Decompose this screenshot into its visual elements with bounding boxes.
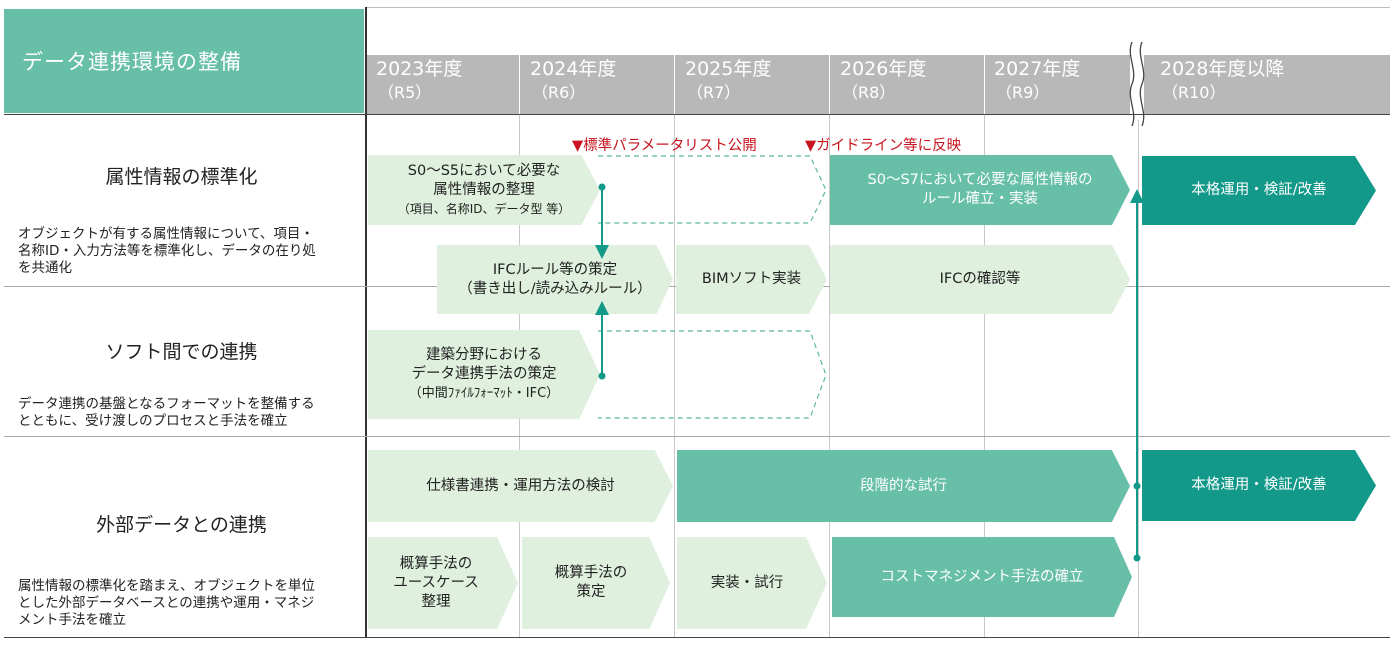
year-header-bar bbox=[366, 55, 1390, 114]
grid-line bbox=[674, 114, 675, 637]
header-separator bbox=[674, 55, 675, 114]
task-phased-trial: 段階的な試行 bbox=[677, 450, 1130, 522]
grid-line bbox=[1138, 120, 1139, 637]
task-estimate-usecase: 概算手法のユースケース整理 bbox=[368, 537, 518, 629]
row-line-top bbox=[4, 114, 1390, 115]
header-separator bbox=[829, 55, 830, 114]
grid-line bbox=[829, 114, 830, 637]
year-2027: 2027年度（R9） bbox=[994, 58, 1081, 102]
task-implement-trial: 実装・試行 bbox=[677, 537, 827, 629]
year-2026: 2026年度（R8） bbox=[840, 58, 927, 102]
section-title: データ連携環境の整備 bbox=[4, 9, 364, 113]
category-desc-software: データ連携の基盤となるフォーマットを整備するとともに、受け渡しのプロセスと手法を… bbox=[18, 396, 315, 429]
milestone-guideline: ▼ガイドライン等に反映 bbox=[805, 138, 962, 154]
timeline-break-icon bbox=[1129, 42, 1145, 126]
year-2024: 2024年度（R6） bbox=[530, 58, 617, 102]
year-2023: 2023年度（R5） bbox=[376, 58, 463, 102]
task-full-operation-2: 本格運用・検証/改善 bbox=[1142, 450, 1376, 521]
milestone-parameter-list: ▼標準パラメータリスト公開 bbox=[572, 138, 757, 154]
task-attribute-organize: S0～S5において必要な属性情報の整理（項目、名称ID、データ型 等） bbox=[368, 155, 600, 225]
header-separator bbox=[519, 55, 520, 114]
task-full-operation-1: 本格運用・検証/改善 bbox=[1142, 156, 1376, 225]
category-desc-attributes: オブジェクトが有する属性情報について、項目・名称ID・入力方法等を標準化し、デー… bbox=[18, 226, 316, 276]
category-title-external: 外部データとの連携 bbox=[96, 514, 267, 536]
category-title-attributes: 属性情報の標準化 bbox=[105, 166, 258, 188]
task-ifc-rules: IFCルール等の策定（書き出し/読み込みルール） bbox=[437, 245, 673, 314]
task-cost-management: コストマネジメント手法の確立 bbox=[832, 537, 1132, 617]
category-desc-external: 属性情報の標準化を踏まえ、オブジェクトを単位とした外部データベースとの連携や運用… bbox=[18, 578, 315, 628]
year-2028: 2028年度以降（R10） bbox=[1160, 58, 1285, 102]
grid-line bbox=[984, 114, 985, 637]
task-ifc-check: IFCの確認等 bbox=[830, 245, 1130, 314]
task-data-linkage-method: 建築分野におけるデータ連携手法の策定（中間ﾌｧｲﾙﾌｫｰﾏｯﾄ・IFC） bbox=[368, 330, 600, 419]
task-bim-software: BIMソフト実装 bbox=[676, 245, 827, 314]
category-title-software: ソフト間での連携 bbox=[105, 341, 258, 363]
left-column-divider bbox=[365, 7, 367, 638]
year-2025: 2025年度（R7） bbox=[685, 58, 772, 102]
header-separator bbox=[984, 55, 985, 114]
task-spec-linkage: 仕様書連携・運用方法の検討 bbox=[368, 450, 673, 522]
task-estimate-define: 概算手法の策定 bbox=[522, 537, 670, 629]
header-top-line bbox=[366, 7, 1390, 8]
row-line-bottom bbox=[4, 637, 1390, 638]
row-line bbox=[4, 436, 1390, 437]
task-rule-establish: S0～S7において必要な属性情報のルール確立・実装 bbox=[830, 155, 1130, 225]
